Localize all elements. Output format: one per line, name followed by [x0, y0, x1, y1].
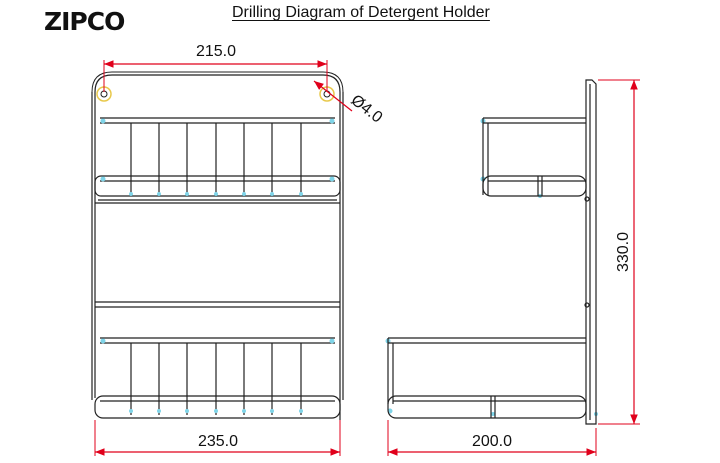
dim-top-width: 215.0 [103, 43, 328, 92]
dim-label-bottom-width: 235.0 [198, 433, 238, 450]
marker-dots [100, 118, 598, 416]
brand-logo: ZIPCO [44, 7, 125, 36]
dim-label-top-width: 215.0 [196, 43, 236, 60]
mounting-holes [96, 86, 335, 102]
upper-bars [130, 123, 302, 196]
lower-bars [130, 343, 302, 415]
dim-label-depth: 200.0 [472, 433, 512, 450]
diagram-title: Drilling Diagram of Detergent Holder [232, 4, 490, 21]
front-frame [94, 74, 341, 420]
dim-label-height: 330.0 [615, 232, 632, 272]
dim-depth: 200.0 [387, 420, 597, 456]
dim-label-hole: Ø4.0 [348, 92, 386, 127]
dim-height: 330.0 [598, 79, 640, 425]
side-view [387, 79, 597, 425]
dim-bottom-width: 235.0 [94, 420, 341, 456]
front-view [91, 71, 344, 420]
